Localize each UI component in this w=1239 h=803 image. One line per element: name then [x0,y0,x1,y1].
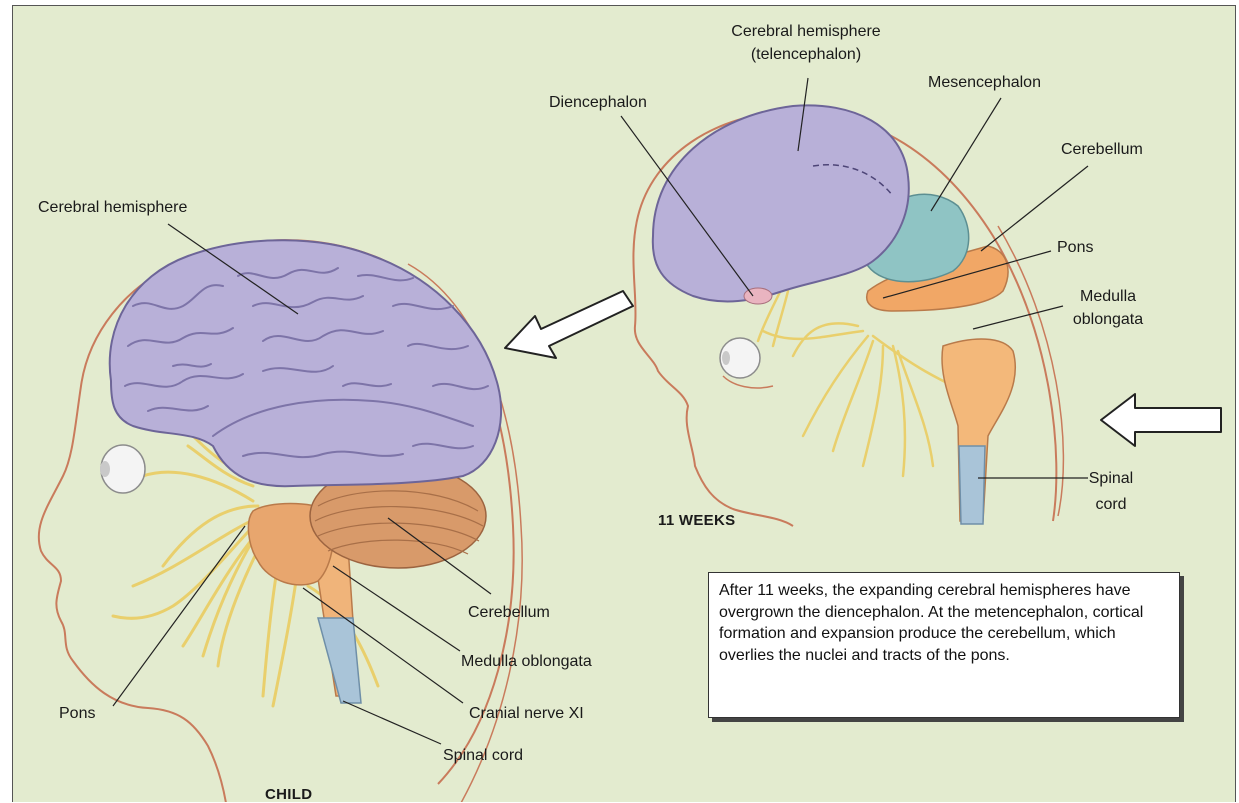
label-fetus-cerebellum: Cerebellum [1061,140,1143,159]
label-child-spinal-cord: Spinal cord [443,746,523,765]
label-child-medulla-oblongata: Medulla oblongata [461,652,592,671]
label-child-cranial-nerve-xi: Cranial nerve XI [469,704,584,723]
label-fetus-medulla: Medulla [1063,287,1153,306]
label-child-cerebral-hemisphere: Cerebral hemisphere [38,198,187,217]
arrow-fetus-to-child [505,291,633,358]
label-fetus-pons: Pons [1057,238,1093,257]
label-fetus-mesencephalon: Mesencephalon [928,73,1041,92]
label-fetus-diencephalon: Diencephalon [549,93,647,112]
fetus-cranial-nerves [758,286,953,476]
label-child-cerebellum: Cerebellum [468,603,550,622]
diagram-frame: Cerebral hemisphere Cerebellum Medulla o… [12,5,1236,802]
label-fetus-telencephalon: (telencephalon) [716,45,896,64]
fetus-eye [720,338,760,378]
caption-box: After 11 weeks, the expanding cerebral h… [708,572,1180,718]
fetus-cerebrum [653,105,909,304]
label-fetus-cord: cord [1081,495,1141,514]
child-eye [100,445,145,493]
label-child-pons: Pons [59,704,95,723]
stage-label-11-weeks: 11 WEEKS [658,511,735,530]
label-fetus-spinal: Spinal [1081,469,1141,488]
label-fetus-cerebral-hemisphere: Cerebral hemisphere [716,22,896,41]
fetus-spinal-cord [942,339,1015,524]
child-cerebrum [110,240,501,486]
stage-label-child: CHILD [265,785,312,802]
label-fetus-oblongata: oblongata [1063,310,1153,329]
arrow-right-side [1101,394,1221,446]
